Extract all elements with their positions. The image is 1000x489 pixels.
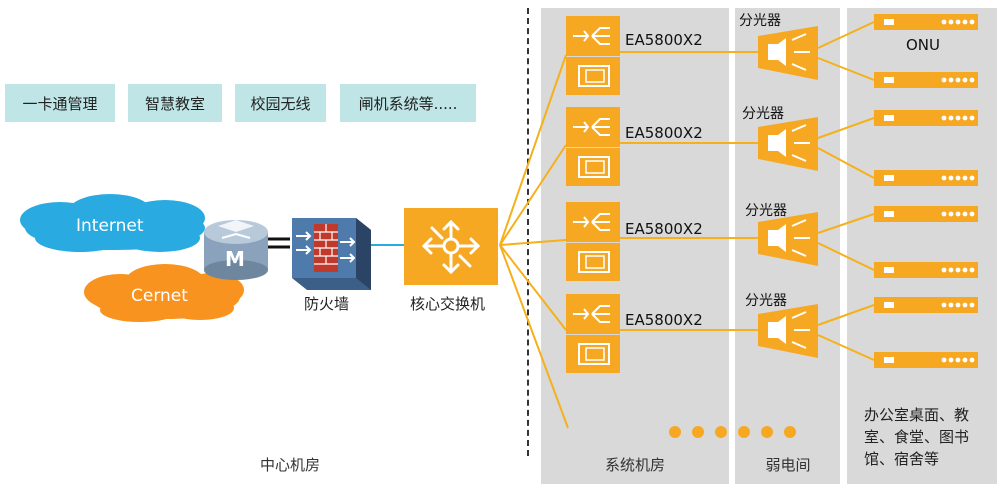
splitter-label-3: 分光器 bbox=[745, 203, 787, 219]
core-to-olt-links bbox=[499, 21, 875, 429]
cernet-cloud-icon bbox=[84, 264, 244, 322]
splitter-icon-4 bbox=[758, 304, 818, 358]
onu-icon-7 bbox=[874, 297, 978, 313]
olt-device-icon-4 bbox=[566, 294, 620, 373]
onu-devices bbox=[874, 14, 978, 368]
olt-device-icon-1 bbox=[566, 16, 620, 95]
link-core-olt-1 bbox=[499, 54, 567, 246]
firewall-label: 防火墙 bbox=[304, 295, 350, 313]
olt-label-4: EA5800X2 bbox=[625, 311, 703, 329]
internet-cloud-icon bbox=[20, 194, 205, 252]
system-room-label: 系统机房 bbox=[604, 456, 665, 474]
onu-icon-6 bbox=[874, 262, 978, 278]
splitter-icon-2 bbox=[758, 117, 818, 171]
olt-device-icon-2 bbox=[566, 107, 620, 186]
service-gate-system: 闸机系统等..... bbox=[340, 84, 476, 122]
weak-room-label: 弱电间 bbox=[765, 456, 811, 474]
service-smart-classroom: 智慧教室 bbox=[128, 84, 222, 122]
internet-label: Internet bbox=[76, 216, 144, 236]
olt-device-icon-3 bbox=[566, 202, 620, 281]
continuation-dots-icon bbox=[669, 426, 796, 438]
onu-icon-5 bbox=[874, 206, 978, 222]
router-letter: M bbox=[225, 247, 245, 271]
router-icon bbox=[204, 220, 268, 280]
link-core-more bbox=[499, 244, 569, 429]
service-campus-wireless: 校园无线 bbox=[235, 84, 326, 122]
center-room-label: 中心机房 bbox=[259, 456, 320, 474]
splitter-label-4: 分光器 bbox=[745, 293, 787, 309]
splitter-icon-3 bbox=[758, 212, 818, 266]
center-room-divider bbox=[527, 8, 529, 456]
olt-label-2: EA5800X2 bbox=[625, 124, 703, 142]
onu-icon-4 bbox=[874, 170, 978, 186]
link-core-olt-3 bbox=[499, 239, 567, 246]
cernet-label: Cernet bbox=[131, 286, 188, 306]
onu-icon-1 bbox=[874, 14, 978, 30]
olt-label-1: EA5800X2 bbox=[625, 31, 703, 49]
core-switch-label: 核心交换机 bbox=[410, 295, 486, 313]
link-core-olt-2 bbox=[499, 144, 567, 246]
onu-label: ONU bbox=[906, 36, 941, 54]
link-core-olt-4 bbox=[499, 244, 567, 331]
splitter-label-2: 分光器 bbox=[742, 106, 784, 122]
firewall-icon bbox=[292, 218, 371, 290]
endpoints-note: 办公室桌面、教室、食堂、图书馆、宿舍等 bbox=[864, 406, 970, 468]
onu-icon-2 bbox=[874, 72, 978, 88]
onu-icon-3 bbox=[874, 110, 978, 126]
onu-icon-8 bbox=[874, 352, 978, 368]
router-firewall-link bbox=[268, 237, 290, 249]
splitter-label-1: 分光器 bbox=[739, 13, 781, 29]
splitter-icon-1 bbox=[758, 26, 818, 80]
service-card-card: 一卡通管理 bbox=[5, 84, 115, 122]
core-switch-icon bbox=[404, 208, 498, 285]
olt-label-3: EA5800X2 bbox=[625, 220, 703, 238]
